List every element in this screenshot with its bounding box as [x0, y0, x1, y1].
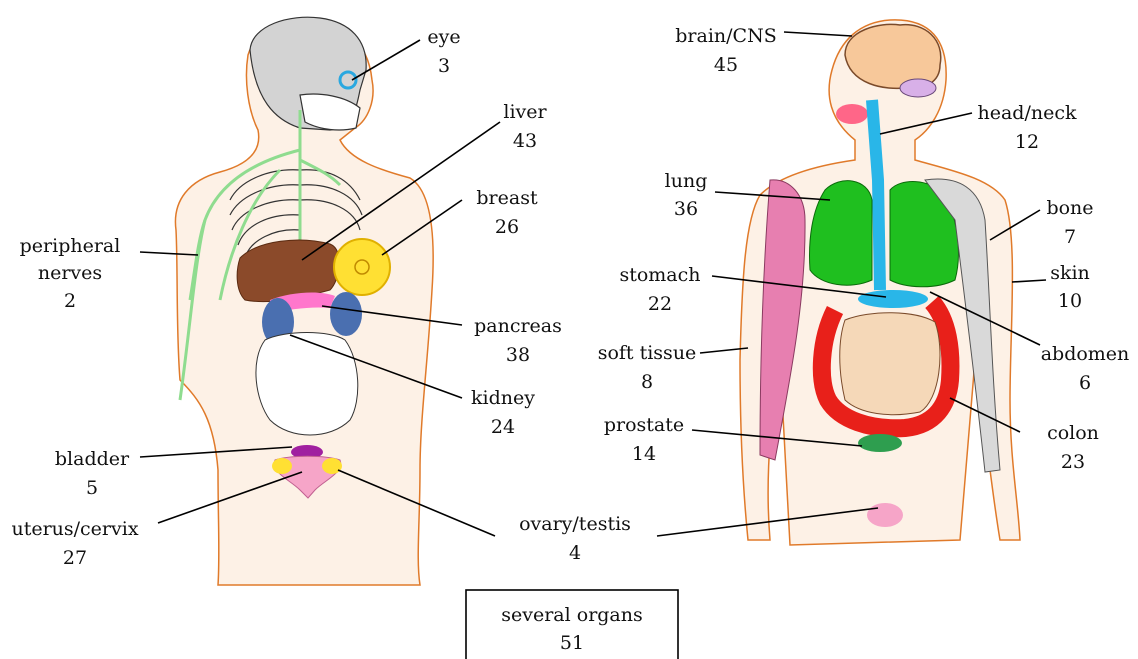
- ovary-left-organ: [272, 458, 292, 474]
- label-colon: colon: [1047, 422, 1099, 444]
- kidney-right-organ: [330, 292, 362, 336]
- intestines-left: [256, 333, 358, 436]
- label-uterus: uterus/cervix: [11, 518, 138, 540]
- label-eye: eye: [427, 26, 460, 48]
- count-stomach: 22: [648, 293, 672, 315]
- count-liver: 43: [513, 130, 537, 152]
- count-eye: 3: [438, 55, 450, 77]
- count-headneck: 12: [1015, 131, 1039, 153]
- several-organs-label: several organs: [466, 604, 678, 626]
- label-peripheral2: nerves: [38, 262, 102, 284]
- count-peripheral: 2: [64, 290, 76, 312]
- count-softtissue: 8: [641, 371, 653, 393]
- count-colon: 23: [1061, 451, 1085, 473]
- leader-brain: [784, 32, 852, 36]
- label-bladder: bladder: [55, 448, 130, 470]
- count-skin: 10: [1058, 290, 1082, 312]
- label-bone: bone: [1046, 197, 1093, 219]
- label-breast: breast: [476, 187, 538, 209]
- label-softtissue: soft tissue: [598, 342, 697, 364]
- count-bone: 7: [1064, 226, 1076, 248]
- prostate-organ: [858, 434, 902, 452]
- left-figure: [175, 17, 433, 585]
- count-prostate: 14: [632, 443, 656, 465]
- brain-organ: [845, 24, 941, 88]
- label-ovary: ovary/testis: [519, 513, 631, 535]
- count-bladder: 5: [86, 477, 98, 499]
- label-stomach: stomach: [619, 264, 700, 286]
- count-pancreas: 38: [506, 344, 530, 366]
- label-peripheral: peripheral: [20, 235, 121, 257]
- count-ovary: 4: [569, 542, 581, 564]
- count-kidney: 24: [491, 416, 515, 438]
- label-headneck: head/neck: [977, 102, 1076, 124]
- small-intestine-organ: [840, 313, 940, 415]
- label-liver: liver: [503, 101, 547, 123]
- right-figure: [740, 20, 1020, 545]
- count-uterus: 27: [63, 547, 87, 569]
- stomach-organ: [858, 290, 928, 308]
- testis-organ: [867, 503, 903, 527]
- several-organs-count: 51: [466, 632, 678, 654]
- label-brain: brain/CNS: [675, 25, 776, 47]
- mouth-organ: [836, 104, 868, 124]
- count-breast: 26: [495, 216, 519, 238]
- label-prostate: prostate: [604, 414, 684, 436]
- count-brain: 45: [714, 54, 738, 76]
- cerebellum-organ: [900, 79, 936, 97]
- label-lung: lung: [665, 170, 708, 192]
- ovary-right-organ: [322, 458, 342, 474]
- label-skin: skin: [1050, 262, 1090, 284]
- label-abdomen: abdomen: [1041, 343, 1130, 365]
- leader-skin: [1012, 280, 1046, 282]
- count-lung: 36: [674, 198, 698, 220]
- label-kidney: kidney: [471, 387, 535, 409]
- label-pancreas: pancreas: [474, 315, 562, 337]
- count-abdomen: 6: [1079, 372, 1091, 394]
- breast-organ: [334, 239, 390, 295]
